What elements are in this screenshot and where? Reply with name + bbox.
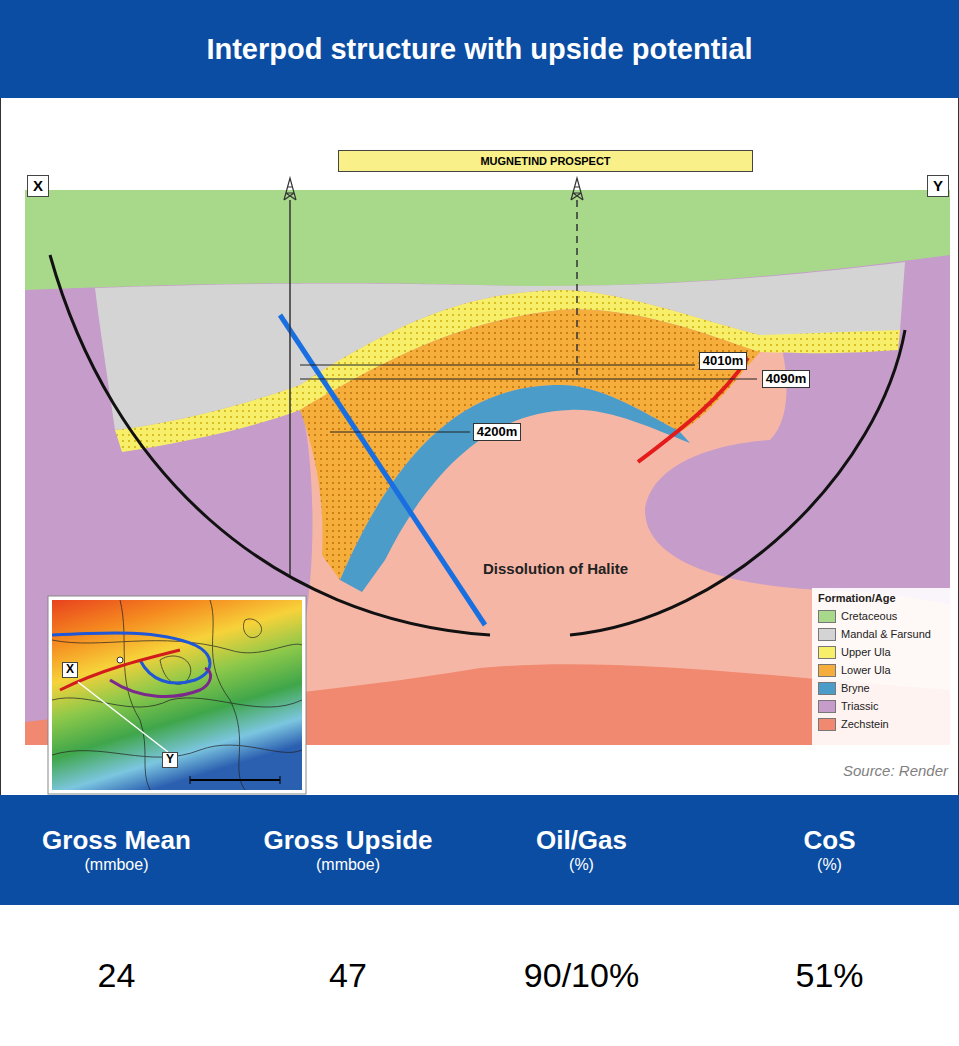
depth-label: 4090m — [762, 370, 810, 389]
prospect-label: MUGNETIND PROSPECT — [338, 150, 753, 172]
map-end-label: X — [62, 662, 78, 678]
depth-label: 4200m — [473, 423, 521, 442]
legend-text: Lower Ula — [841, 664, 891, 676]
node-text: X — [33, 177, 43, 194]
legend-box — [812, 588, 950, 745]
node-subtext: (mmboe) — [316, 856, 380, 874]
table-grid — [0, 795, 959, 1046]
section-end-label: Y — [927, 175, 949, 196]
legend-swatch — [818, 718, 836, 731]
inset-frame — [48, 596, 306, 794]
legend-row: Bryne — [818, 679, 948, 697]
node-text: Gross Mean — [42, 826, 191, 856]
title-text: Interpod structure with upside potential — [0, 0, 959, 98]
table-value-cell: 47 — [233, 905, 463, 1046]
node-text: CoS — [804, 826, 856, 856]
legend-swatch — [818, 664, 836, 677]
legend-row: Triassic — [818, 697, 948, 715]
legend-swatch — [818, 628, 836, 641]
well-path — [576, 200, 578, 378]
table-value-cell: 51% — [700, 905, 959, 1046]
node-subtext: (%) — [569, 856, 594, 874]
depth-label: 4010m — [699, 352, 747, 371]
legend-row: Lower Ula — [818, 661, 948, 679]
salt-label: Dissolution of Halite — [483, 560, 628, 577]
node-subtext: (%) — [817, 856, 842, 874]
legend-row: Cretaceous — [818, 607, 948, 625]
title-bar — [0, 0, 959, 98]
table-value-cell: 24 — [0, 905, 233, 1046]
legend: Formation/AgeCretaceousMandal & FarsundU… — [818, 592, 948, 733]
well-path — [289, 200, 291, 575]
node-text: Y — [933, 177, 943, 194]
fault-line — [280, 315, 485, 625]
legend-row: Zechstein — [818, 715, 948, 733]
legend-text: Zechstein — [841, 718, 889, 730]
derrick-symbol — [284, 178, 583, 200]
node-subtext: (mmboe) — [84, 856, 148, 874]
table-header-cell: Oil/Gas(%) — [463, 795, 700, 905]
legend-heading: Formation/Age — [818, 592, 948, 604]
legend-text: Mandal & Farsund — [841, 628, 931, 640]
legend-text: Upper Ula — [841, 646, 891, 658]
legend-row: Upper Ula — [818, 643, 948, 661]
node-text: 4090m — [766, 372, 806, 387]
depth-line — [300, 379, 757, 380]
fault-line — [638, 358, 748, 462]
node-text: Y — [166, 753, 174, 767]
table-header-cell: CoS(%) — [700, 795, 959, 905]
node-text: 4200m — [477, 425, 517, 440]
node-text: Gross Upside — [263, 826, 432, 856]
node-text: 4010m — [703, 354, 743, 369]
section-end-label: X — [27, 175, 49, 196]
source-note: Source: Render — [843, 762, 948, 779]
table-header-cell: Gross Upside(mmboe) — [233, 795, 463, 905]
legend-swatch — [818, 646, 836, 659]
depth-line — [330, 432, 470, 433]
legend-swatch — [818, 682, 836, 695]
node-text: 47 — [329, 956, 367, 995]
legend-text: Triassic — [841, 700, 878, 712]
node-text: Oil/Gas — [536, 826, 627, 856]
map-end-label: Y — [162, 752, 178, 768]
table-header-cell: Gross Mean(mmboe) — [0, 795, 233, 905]
legend-text: Cretaceous — [841, 610, 897, 622]
node-text: MUGNETIND PROSPECT — [480, 155, 610, 168]
legend-text: Bryne — [841, 682, 870, 694]
legend-row: Mandal & Farsund — [818, 625, 948, 643]
legend-swatch — [818, 610, 836, 623]
legend-swatch — [818, 700, 836, 713]
inset-map — [52, 600, 302, 790]
node-text: 24 — [98, 956, 136, 995]
table-value-cell: 90/10% — [463, 905, 700, 1046]
fault-line — [50, 255, 490, 635]
node-text: 90/10% — [524, 956, 639, 995]
depth-line — [300, 365, 695, 366]
node-text: X — [66, 663, 74, 677]
node-text: 51% — [795, 956, 863, 995]
